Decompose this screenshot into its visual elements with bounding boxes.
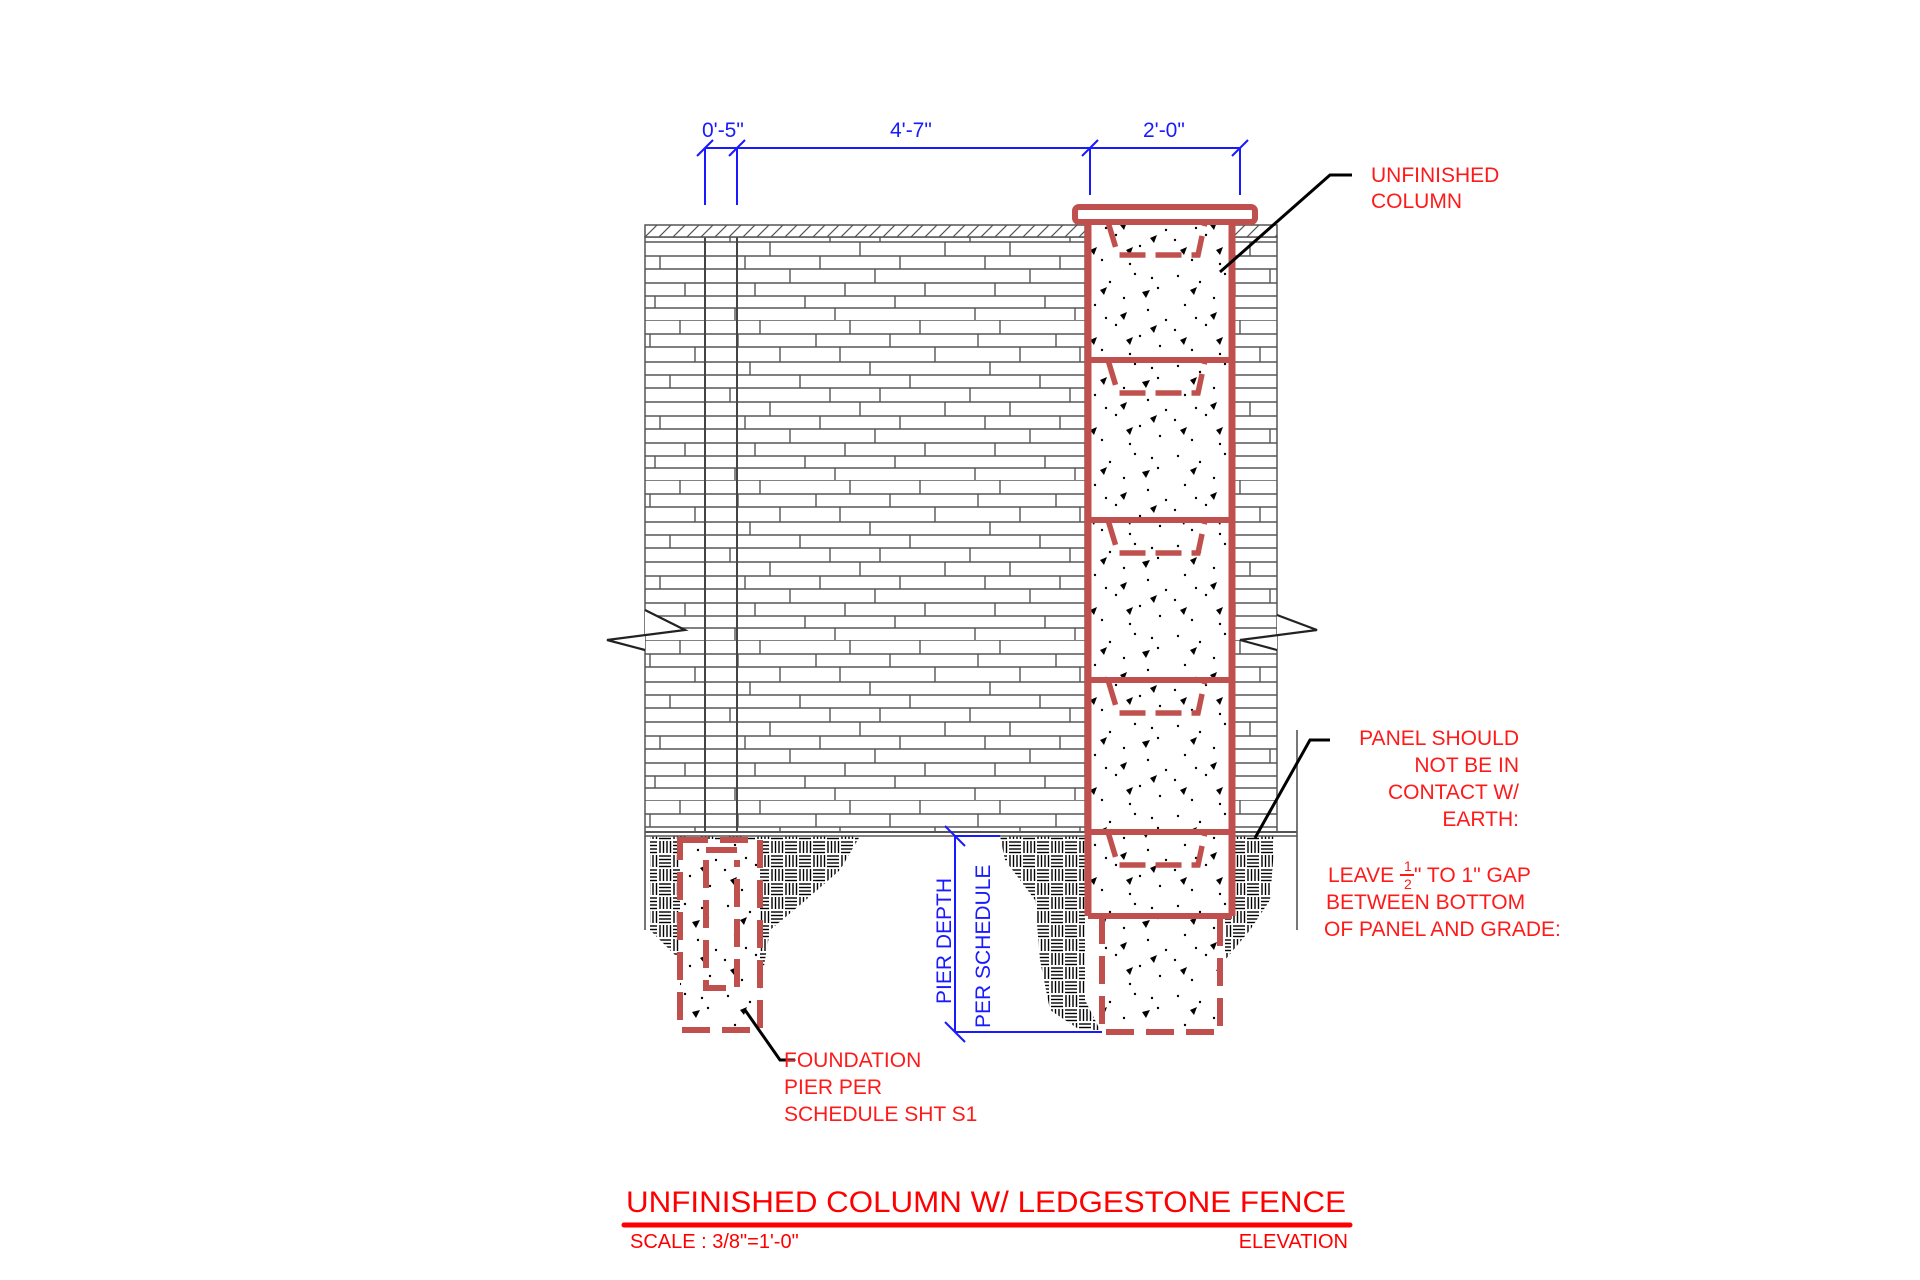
svg-text:" TO 1" GAP: " TO 1" GAP <box>1414 864 1531 887</box>
svg-text:COLUMN: COLUMN <box>1371 190 1462 213</box>
svg-text:2: 2 <box>1404 876 1412 892</box>
dim-post-offset: 0'-5" <box>702 119 744 142</box>
foundation-note: FOUNDATION PIER PER SCHEDULE SHT S1 <box>784 1049 977 1126</box>
view-label: ELEVATION <box>1239 1231 1348 1253</box>
column-note: UNFINISHED COLUMN <box>1371 164 1499 213</box>
break-line-right <box>1239 613 1318 652</box>
unfinished-column <box>1072 204 1258 1035</box>
panel-note: PANEL SHOULD NOT BE IN CONTACT W/ EARTH: <box>1359 727 1519 831</box>
svg-text:EARTH:: EARTH: <box>1442 808 1519 831</box>
svg-text:NOT BE IN: NOT BE IN <box>1414 754 1519 777</box>
gap-note: LEAVE 1 2 " TO 1" GAP BETWEEN BOTTOM OF … <box>1324 858 1561 941</box>
drawing-title: UNFINISHED COLUMN W/ LEDGESTONE FENCE <box>626 1186 1346 1219</box>
svg-text:LEAVE: LEAVE <box>1328 864 1394 887</box>
svg-text:PIER PER: PIER PER <box>784 1076 882 1099</box>
column-cap <box>1072 204 1258 225</box>
break-line-left <box>606 609 689 652</box>
pier-depth-label: PIER DEPTH <box>933 878 956 1004</box>
drawing-title-block: UNFINISHED COLUMN W/ LEDGESTONE FENCE SC… <box>621 1186 1353 1253</box>
svg-text:FOUNDATION: FOUNDATION <box>784 1049 921 1072</box>
svg-text:1: 1 <box>1404 858 1412 874</box>
top-dimensions <box>696 139 1249 205</box>
left-foundation-pier <box>677 837 763 1033</box>
leaders <box>743 173 1352 1062</box>
dim-column-width: 2'-0" <box>1143 119 1185 142</box>
svg-text:UNFINISHED: UNFINISHED <box>1371 164 1499 187</box>
svg-text:PANEL SHOULD: PANEL SHOULD <box>1359 727 1519 750</box>
svg-text:BETWEEN BOTTOM: BETWEEN BOTTOM <box>1326 891 1525 914</box>
scale-label: SCALE : 3/8"=1'-0" <box>630 1231 799 1253</box>
dim-panel-width: 4'-7" <box>890 119 932 142</box>
pier-depth-label-2: PER SCHEDULE <box>972 865 995 1028</box>
svg-text:CONTACT W/: CONTACT W/ <box>1388 781 1519 804</box>
svg-text:SCHEDULE SHT S1: SCHEDULE SHT S1 <box>784 1103 977 1126</box>
pier-depth-dimension <box>944 825 1102 1043</box>
svg-text:OF PANEL AND GRADE:: OF PANEL AND GRADE: <box>1324 918 1561 941</box>
ledgestone-fence-panel <box>606 224 1318 930</box>
